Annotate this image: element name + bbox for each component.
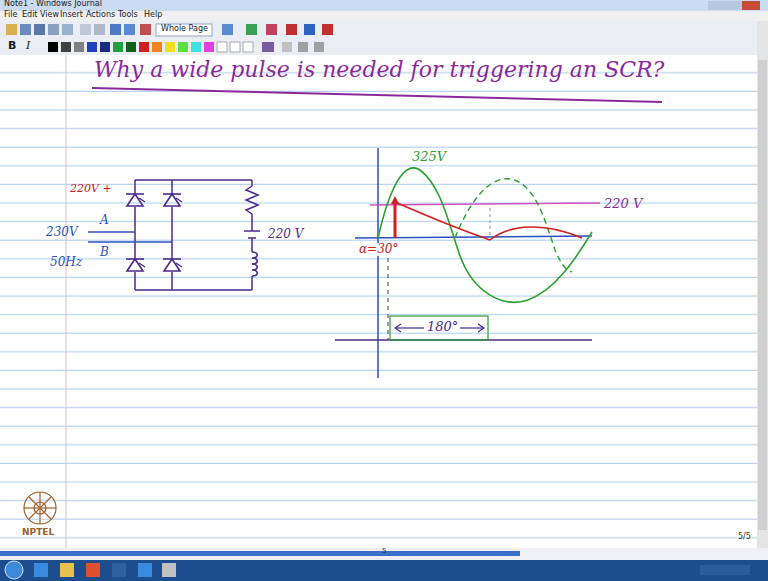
voltage-label: 220V +	[70, 183, 112, 195]
start-button	[5, 561, 23, 579]
taskbar-icons	[34, 563, 750, 577]
menu-item: Actions	[86, 11, 115, 20]
scroll-thumb	[758, 60, 767, 530]
title-bar	[0, 0, 768, 11]
peak-voltage: 325V	[412, 150, 446, 164]
terminal-label: B	[100, 246, 109, 259]
menu-item: Tools	[118, 11, 138, 20]
waveform-graph	[335, 148, 600, 378]
logo-text: NPTEL	[22, 528, 54, 538]
page-index: 5	[382, 548, 386, 556]
scrollbar	[757, 21, 768, 548]
italic-button: I	[26, 40, 30, 52]
window-title: Note1 - Windows Journal	[4, 0, 102, 9]
battery-voltage: 220 V	[268, 228, 303, 241]
menu-item: File	[4, 11, 17, 20]
supply-voltage: 230V	[46, 226, 78, 239]
firing-angle: α=30°	[358, 243, 399, 256]
toolbar-icons	[6, 24, 333, 36]
menu-item: View	[40, 11, 59, 20]
menu-bar	[0, 11, 768, 21]
battery-level: 220 V	[604, 197, 642, 211]
taskbar	[0, 560, 768, 581]
terminal-label: A	[100, 214, 109, 227]
supply-wire	[88, 232, 172, 242]
zoom-box: Whole Page	[160, 25, 209, 34]
pulse-width: 180°	[427, 320, 458, 334]
ruled-lines	[0, 55, 757, 548]
window-buttons	[708, 1, 760, 10]
status-bar	[0, 548, 768, 560]
page	[0, 55, 757, 548]
progress-bar	[0, 551, 520, 556]
toolbar	[0, 39, 768, 55]
bold-button: B	[8, 40, 16, 52]
nptel-logo	[24, 492, 56, 524]
color-palette	[48, 42, 324, 52]
margin-line	[66, 55, 67, 548]
menu-item: Insert	[60, 11, 83, 20]
close-button	[742, 1, 760, 10]
menu-item: Help	[144, 11, 162, 20]
slide-title: Why a wide pulse is needed for triggerin…	[94, 58, 664, 82]
supply-frequency: 50Hz	[50, 256, 82, 269]
page-number: 5/5	[738, 533, 751, 542]
bridge-circuit	[135, 180, 260, 290]
menu-item: Edit	[22, 11, 38, 20]
toolbar	[0, 21, 768, 39]
title-underline	[92, 88, 662, 102]
